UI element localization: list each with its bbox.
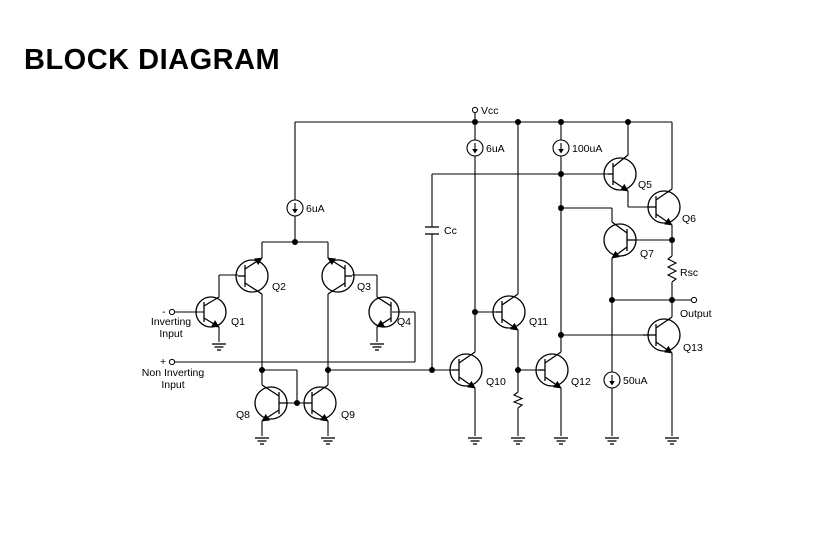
inverting-terminal (168, 308, 176, 316)
vcc-terminal (471, 106, 479, 114)
label-cc: Cc (444, 225, 457, 237)
junction-dots (259, 119, 675, 406)
label-q10: Q10 (486, 376, 506, 388)
transistor-q9 (303, 384, 337, 422)
page-title: BLOCK DIAGRAM (24, 44, 281, 76)
transistor-q3 (321, 257, 355, 295)
label-q13: Q13 (683, 342, 703, 354)
label-noninverting-sign: + (160, 356, 166, 368)
transistor-q7 (603, 221, 637, 259)
rsc-resistor (666, 255, 678, 283)
label-noninverting-line1: Non Inverting (142, 367, 205, 379)
label-6ua-right: 6uA (486, 143, 505, 155)
label-inverting-line2: Input (159, 328, 182, 340)
transistor-q6 (647, 188, 681, 226)
label-q4: Q4 (397, 316, 411, 328)
current-source-6ua-right (466, 139, 484, 157)
transistor-q11 (492, 293, 526, 331)
label-q2: Q2 (272, 281, 286, 293)
noninverting-terminal (168, 358, 176, 366)
current-source-50ua (603, 371, 621, 389)
transistor-q1 (195, 296, 227, 328)
label-50ua: 50uA (623, 375, 648, 387)
label-inverting-line1: Inverting (151, 316, 191, 328)
current-source-6ua-left (286, 199, 304, 217)
label-vcc: Vcc (481, 105, 499, 117)
label-q5: Q5 (638, 179, 652, 191)
label-q12: Q12 (571, 376, 591, 388)
label-noninverting-line2: Input (161, 379, 184, 391)
label-q7: Q7 (640, 248, 654, 260)
label-q1: Q1 (231, 316, 245, 328)
label-output: Output (680, 308, 712, 320)
transistor-q10 (449, 351, 483, 389)
transistor-q2 (235, 257, 269, 295)
transistor-q5 (603, 154, 637, 192)
transistor-q12 (535, 351, 569, 389)
label-6ua-left: 6uA (306, 203, 325, 215)
transistor-q13 (643, 316, 681, 354)
transistor-q8 (254, 384, 288, 422)
label-q3: Q3 (357, 281, 371, 293)
label-q9: Q9 (341, 409, 355, 421)
transistor-q4 (368, 296, 400, 328)
label-inverting-sign: - (162, 306, 166, 318)
label-q6: Q6 (682, 213, 696, 225)
label-q11: Q11 (529, 316, 548, 328)
cc-capacitor (425, 226, 439, 235)
output-terminal (690, 296, 698, 304)
label-q8: Q8 (236, 409, 250, 421)
emitter-resistor (512, 391, 524, 409)
label-100ua: 100uA (572, 143, 602, 155)
wires (175, 113, 691, 436)
current-source-100ua (552, 139, 570, 157)
label-rsc: Rsc (680, 267, 698, 279)
